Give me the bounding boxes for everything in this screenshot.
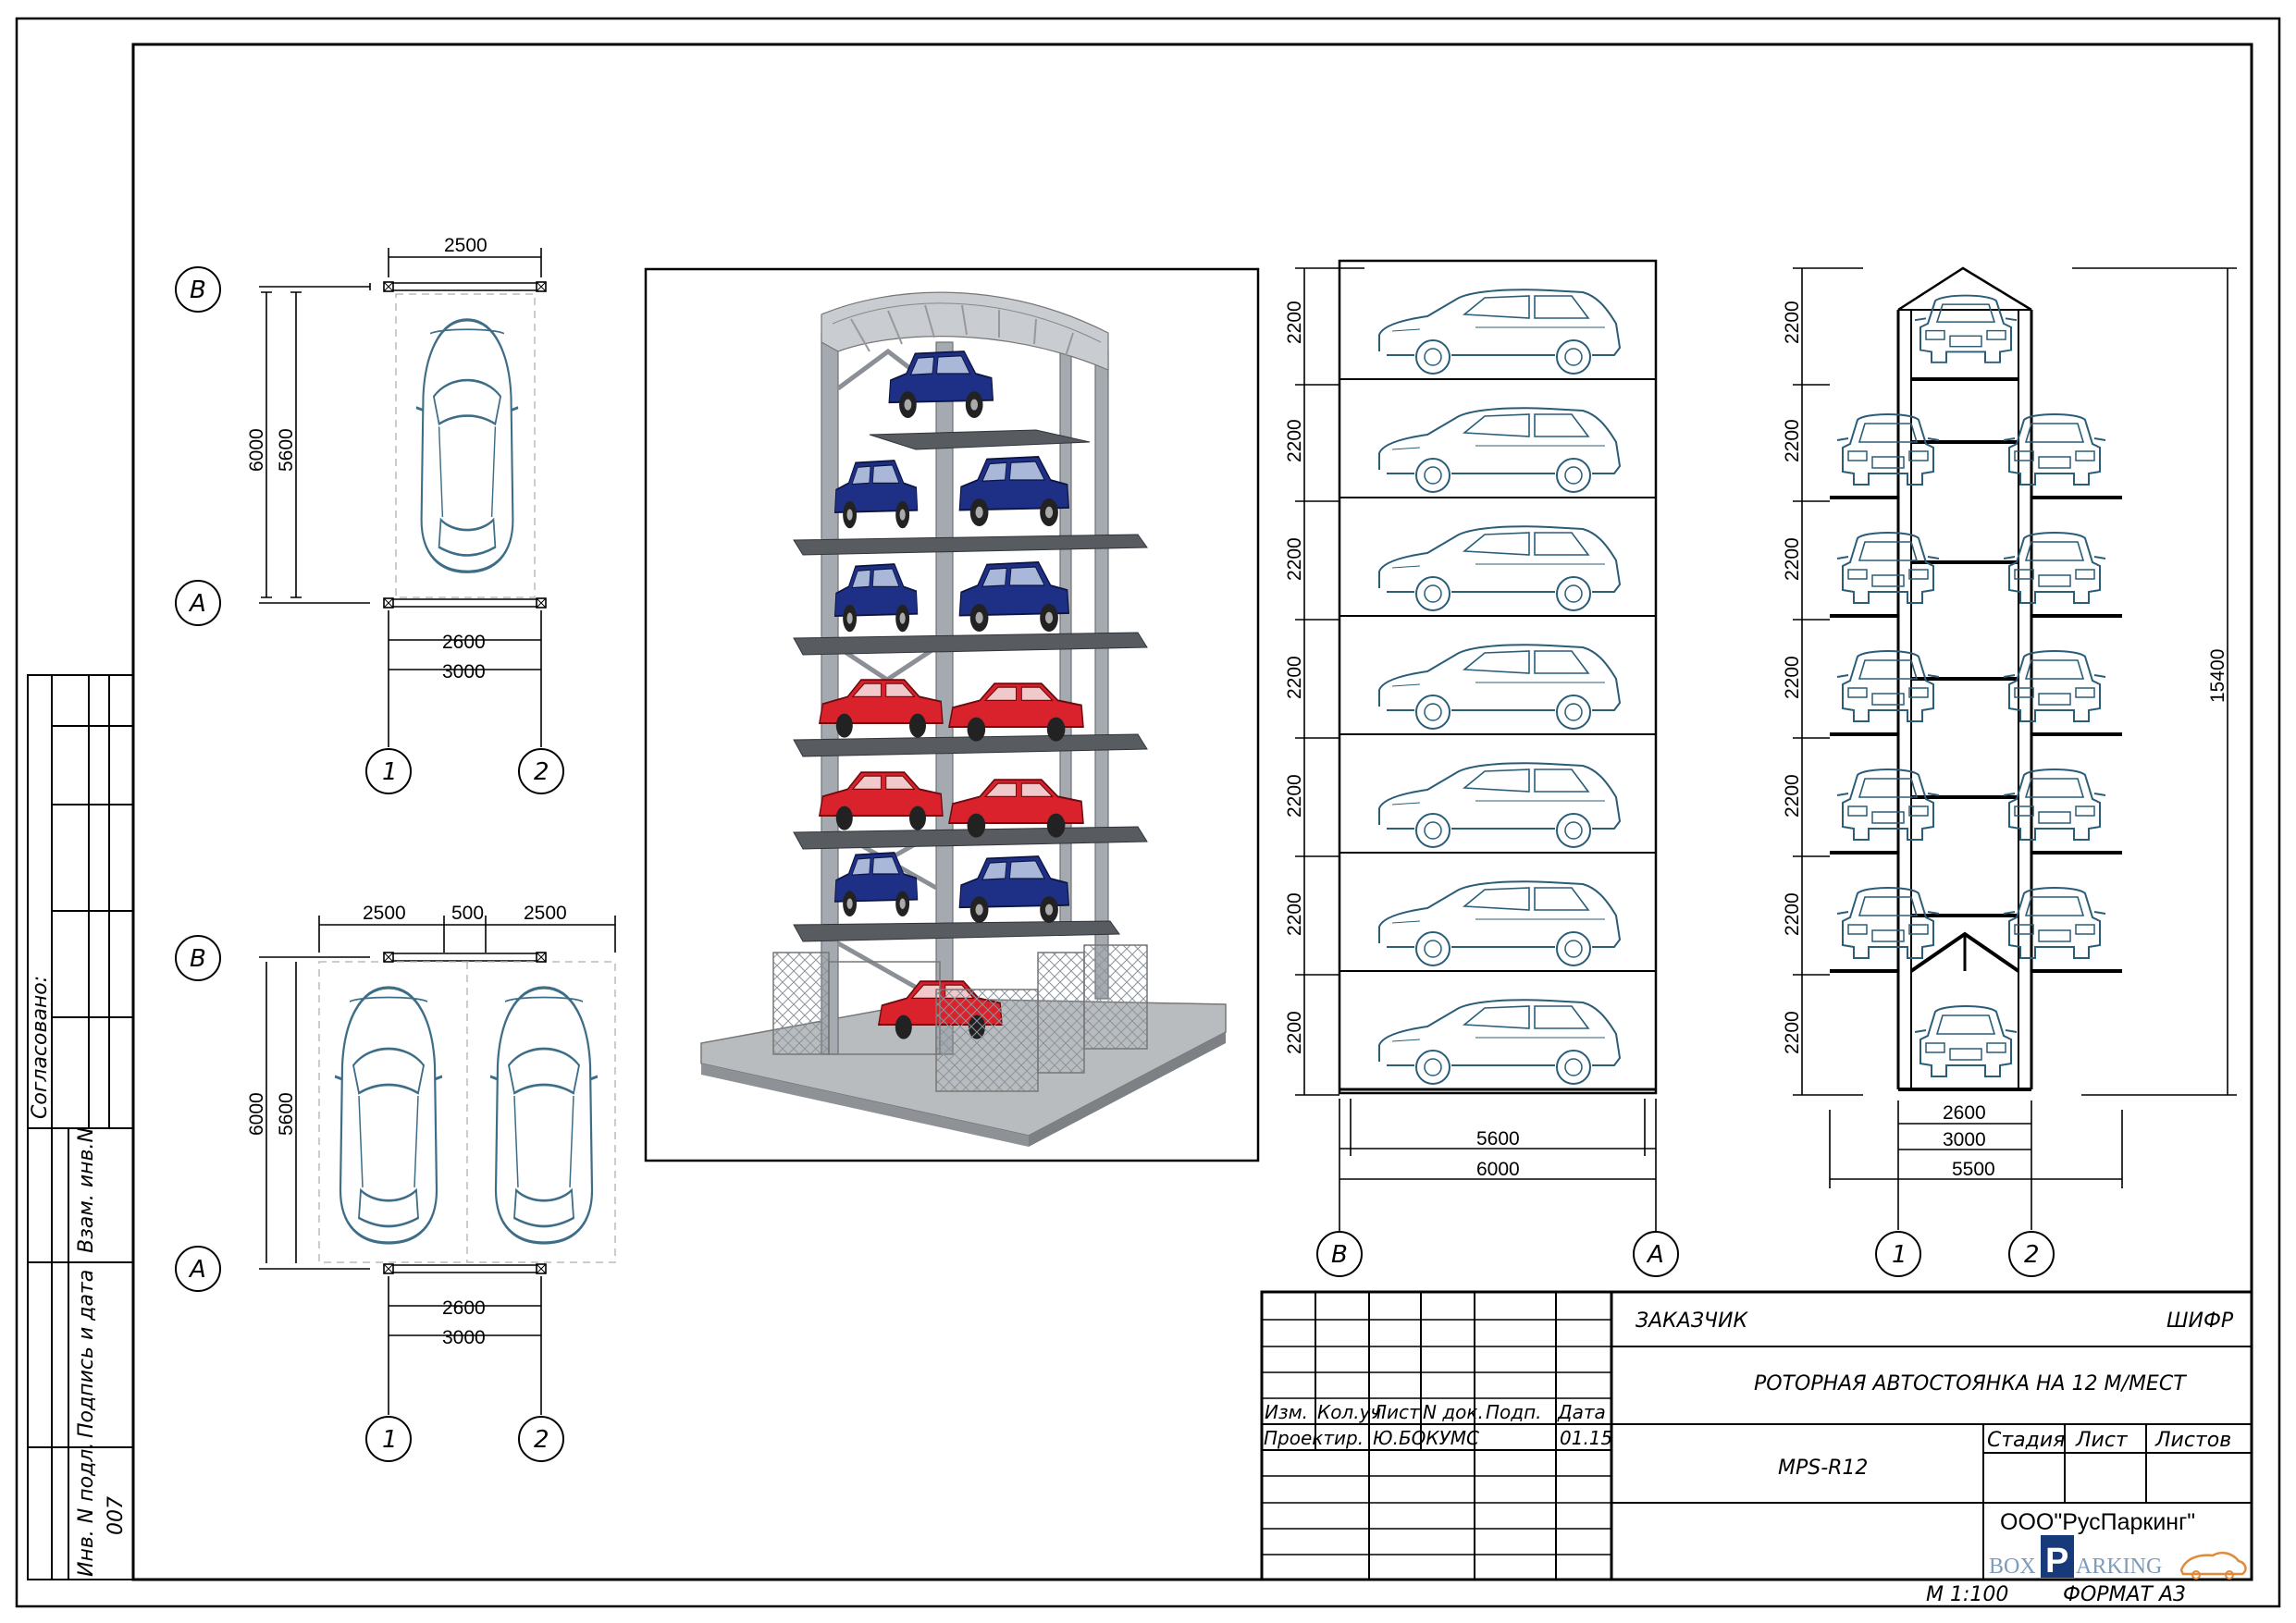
plan-double-width-right: 2500 [524,903,567,924]
side-level-4: 2200 [1284,656,1305,699]
margin-sign-date: Подпись и дата [75,1270,98,1438]
tb-project-title: РОТОРНАЯ АВТОСТОЯНКА НА 12 М/МЕСТ [1754,1372,2187,1396]
tb-cipher: ШИФР [2166,1309,2234,1333]
plan-single-width-top: 2500 [444,235,488,256]
axis-bubble-b-plan1: B [190,277,206,304]
tb-col-izm: Изм. [1265,1401,1308,1423]
outer-frame [15,17,2281,1608]
plan-double-width-inner: 2600 [442,1297,486,1319]
plan-double-width-outer: 3000 [442,1327,486,1348]
svg-text:ARKING: ARKING [2076,1555,2162,1579]
margin-approved: Согласовано: [29,976,52,1119]
plan-double-height-outer: 6000 [246,1092,267,1136]
front-level-7: 2200 [1782,1011,1803,1054]
front-level-6: 2200 [1782,892,1803,936]
front-level-3: 2200 [1782,537,1803,581]
tower-3d-render [644,267,1260,1162]
plan-single-height-inner: 5600 [276,428,297,472]
plan-double-height-inner: 5600 [276,1092,297,1136]
front-level-2: 2200 [1782,419,1803,462]
margin-replace-inv: Взам. инв.N [75,1127,98,1253]
front-width-mid: 3000 [1943,1129,1986,1150]
title-block [1260,1290,2253,1581]
front-view [1793,266,2237,1230]
tb-company: ООО"РусПаркинг" [2000,1509,2195,1535]
boxparking-logo: BOX P ARKING [1989,1535,2247,1580]
tb-design-date: 01.15 [1560,1427,1612,1449]
axis-bubble-2-plan1: 2 [534,758,549,786]
axis-bubble-2-plan2: 2 [534,1426,549,1454]
left-margin-stamp [27,674,134,1580]
svg-text:P: P [2045,1542,2068,1580]
tb-sheet: Лист [2075,1429,2129,1452]
plan-single-width-outer: 3000 [442,661,486,682]
plan-double-gap: 500 [451,903,484,924]
tb-customer: ЗАКАЗЧИК [1636,1309,1748,1333]
tb-col-podp: Подп. [1486,1401,1542,1423]
side-level-3: 2200 [1284,537,1305,581]
sheet-format: ФОРМАТ А3 [2063,1583,2186,1606]
plan-single-height-outer: 6000 [246,428,267,472]
tb-col-date: Дата [1557,1401,1606,1423]
svg-text:BOX: BOX [1989,1555,2036,1579]
tb-stage: Стадия [1987,1429,2065,1452]
sheet-scale: М 1:100 [1926,1583,2008,1606]
tb-col-ndok: N док. [1423,1401,1484,1423]
plan-single-width-inner: 2600 [442,632,486,653]
margin-inv-orig: Инв. N подл. [75,1443,98,1577]
front-width-inner: 2600 [1943,1102,1986,1124]
axis-bubble-b-side: B [1331,1241,1348,1269]
tb-designer: Ю.БОКУМС [1373,1427,1479,1449]
plan-single [175,248,564,794]
side-level-7: 2200 [1284,1011,1305,1054]
plan-double [175,916,616,1462]
axis-bubble-a-plan2: A [188,1256,206,1284]
side-width-outer: 6000 [1476,1159,1520,1180]
side-width-inner: 5600 [1476,1128,1520,1150]
front-width-outer: 5500 [1952,1159,1995,1180]
tb-role-design: Проектир. [1264,1427,1364,1449]
axis-bubble-2-front: 2 [2024,1241,2040,1269]
front-level-4: 2200 [1782,656,1803,699]
side-level-2: 2200 [1284,419,1305,462]
plan-double-width-left: 2500 [363,903,406,924]
side-level-5: 2200 [1284,774,1305,818]
tb-col-list: Лист [1372,1401,1421,1423]
front-level-1: 2200 [1782,301,1803,344]
axis-bubble-1-front: 1 [1892,1241,1907,1269]
axis-bubble-b-plan2: B [190,945,206,973]
axis-bubble-a-plan1: A [188,590,206,618]
front-total-height: 15400 [2207,649,2228,703]
side-view [1295,259,1658,1211]
tb-col-kol: Кол.уч [1317,1401,1381,1423]
side-level-1: 2200 [1284,301,1305,344]
axis-bubble-a-side: A [1646,1241,1664,1269]
axis-bubble-1-plan2: 1 [382,1426,398,1454]
margin-inv-value: 007 [105,1496,128,1535]
side-level-6: 2200 [1284,892,1305,936]
tb-sheets: Листов [2154,1429,2231,1452]
tb-model: MPS-R12 [1778,1457,1868,1480]
front-level-5: 2200 [1782,774,1803,818]
axis-bubble-1-plan1: 1 [382,758,398,786]
